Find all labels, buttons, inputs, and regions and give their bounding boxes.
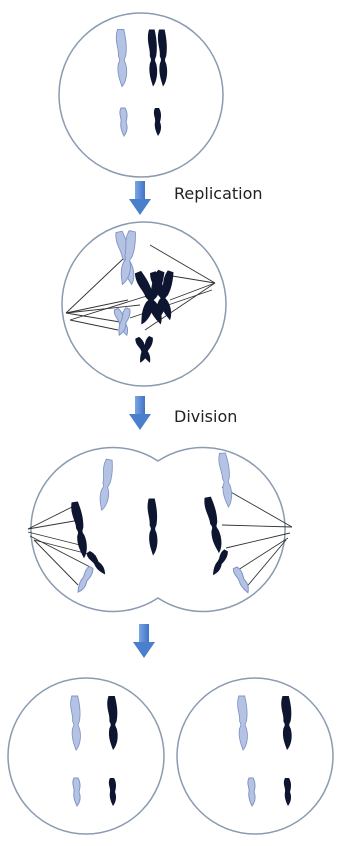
cell-membrane [62,222,226,386]
replication-label: Replication [174,184,263,203]
replicated-cell [62,222,226,386]
parent-cell [59,13,223,177]
down-arrow-icon [129,396,151,430]
daughter-cell-right [177,678,333,834]
down-arrow-icon [133,624,155,658]
cell-membrane [177,678,333,834]
cell-membrane [8,678,164,834]
dividing-cell [28,448,292,612]
daughter-cell-left [8,678,164,834]
down-arrow-icon [129,181,151,215]
division-label: Division [174,407,237,426]
cell-membrane [59,13,223,177]
